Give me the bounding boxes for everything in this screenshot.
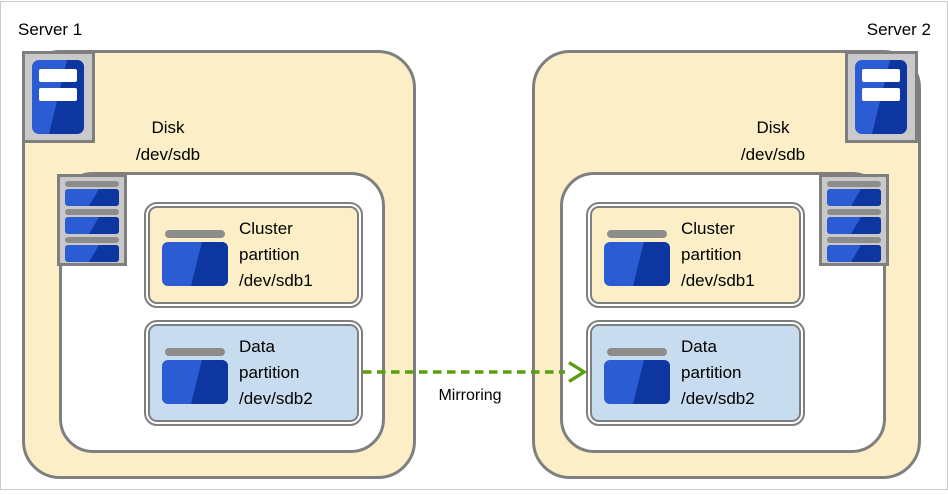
disk-stack-icon <box>819 174 889 266</box>
server2-title: Server 2 <box>866 20 931 39</box>
server1-cluster-partition-box: Cluster partition /dev/sdb1 <box>144 202 363 308</box>
mirroring-label: Mirroring <box>438 387 502 404</box>
server1-disk-label: Disk /dev/sdb <box>98 114 238 168</box>
data-partition-label: Data partition /dev/sdb2 <box>239 337 313 408</box>
server2-cluster-partition-box: Cluster partition /dev/sdb1 <box>586 202 805 308</box>
data-partition-label: Data partition /dev/sdb2 <box>681 337 755 408</box>
partition-icon <box>162 230 228 287</box>
partition-icon <box>162 348 228 405</box>
disk-stack-icon <box>57 174 127 266</box>
disk-label-line2: /dev/sdb <box>135 145 201 164</box>
server-icon <box>845 51 918 143</box>
server1-title: Server 1 <box>18 20 83 39</box>
disk-label-line2: /dev/sdb <box>740 145 806 164</box>
cluster-partition-label: Cluster partition /dev/sdb1 <box>681 219 755 290</box>
disk-label-line1: Disk <box>756 118 790 137</box>
server2-disk-label: Disk /dev/sdb <box>703 114 843 168</box>
server2-data-partition-box: Data partition /dev/sdb2 <box>586 320 805 426</box>
partition-icon <box>604 348 670 405</box>
server1-data-partition-box: Data partition /dev/sdb2 <box>144 320 363 426</box>
disk-label-line1: Disk <box>151 118 185 137</box>
partition-icon <box>604 230 670 287</box>
mirroring-arrow-icon <box>363 361 588 383</box>
server-icon <box>22 51 95 143</box>
cluster-partition-label: Cluster partition /dev/sdb1 <box>239 219 313 290</box>
